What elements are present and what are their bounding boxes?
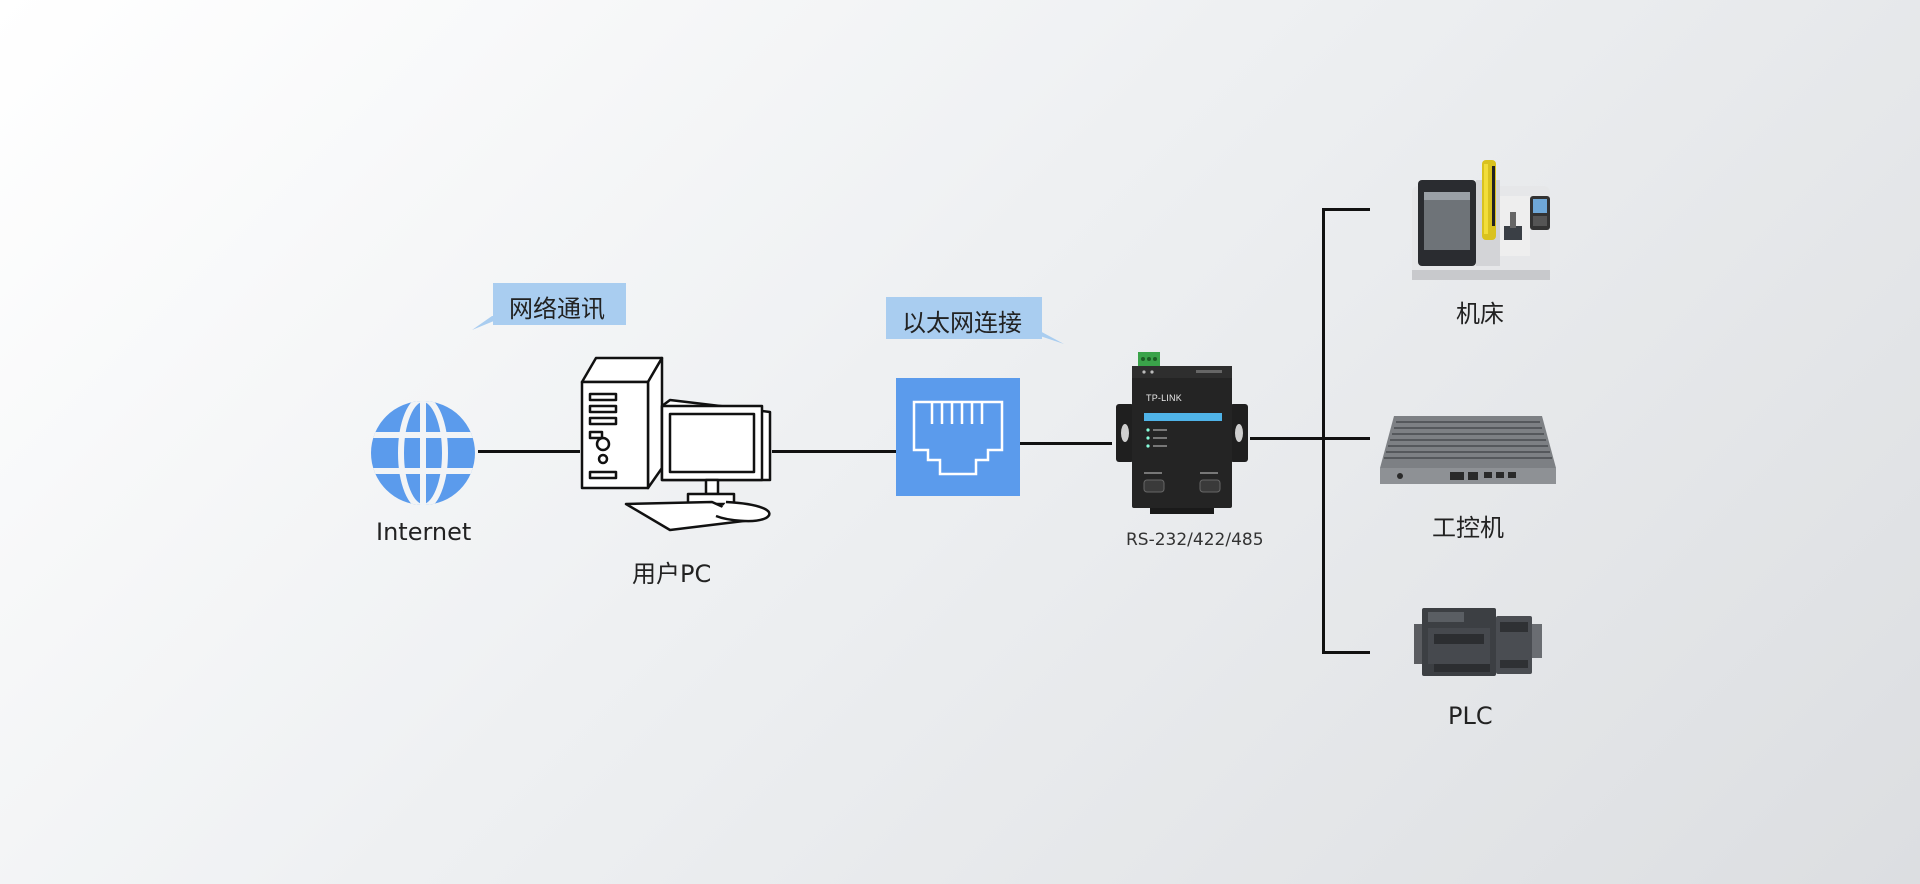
callout-network: 网络通讯 bbox=[493, 283, 626, 325]
industrial-pc-label: 工控机 bbox=[1432, 514, 1504, 542]
cnc-machine-tool-image bbox=[1412, 160, 1550, 280]
globe-icon bbox=[371, 401, 475, 505]
bus-branch-plc bbox=[1322, 651, 1370, 654]
callout-ethernet: 以太网连接 bbox=[886, 297, 1042, 339]
machine-tool-label: 机床 bbox=[1456, 300, 1504, 328]
industrial-pc-image bbox=[1380, 416, 1556, 484]
serial-port-label: RS-232/422/485 bbox=[1126, 530, 1264, 550]
internet-label: Internet bbox=[376, 518, 472, 546]
link-internet-pc bbox=[478, 450, 580, 453]
bus-branch-industrial-pc bbox=[1322, 437, 1370, 440]
link-ethernet-server bbox=[1020, 442, 1112, 445]
plc-image bbox=[1414, 608, 1542, 676]
desktop-computer-icon bbox=[580, 356, 772, 532]
bus-branch-machine-tool bbox=[1322, 208, 1370, 211]
user-pc-label: 用户PC bbox=[632, 560, 712, 588]
plc-label: PLC bbox=[1448, 702, 1493, 730]
ethernet-port-icon bbox=[896, 378, 1020, 496]
bus-vertical bbox=[1322, 208, 1325, 654]
device-brand-logo: TP-LINK bbox=[1146, 393, 1182, 403]
link-pc-ethernet bbox=[772, 450, 898, 453]
link-server-bus bbox=[1250, 437, 1324, 440]
serial-server-device-icon bbox=[1116, 352, 1248, 514]
